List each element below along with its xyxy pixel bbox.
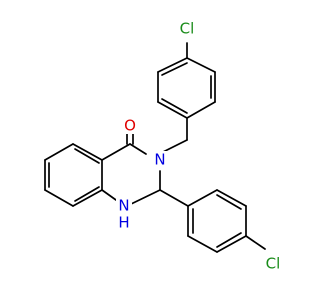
oxygen-label-bg: [122, 116, 138, 134]
nitrogen-1-label: N: [118, 197, 129, 215]
nitrogen-3-label: N: [154, 151, 165, 169]
bond: [101, 189, 117, 201]
bond: [72, 189, 103, 207]
chlorine-bottom-label: Cl: [266, 255, 281, 273]
bond: [216, 232, 242, 248]
bond: [72, 143, 103, 161]
bond: [216, 189, 247, 207]
bond: [245, 235, 266, 250]
bond: [128, 189, 161, 206]
chemical-structure: Cl O N N H Cl: [44, 17, 284, 274]
bond: [44, 143, 74, 161]
bond: [187, 189, 218, 207]
bond: [157, 101, 188, 119]
h-label-bg: [116, 214, 132, 232]
oxygen-label: O: [124, 117, 136, 135]
bond: [74, 186, 100, 202]
bond: [160, 139, 188, 154]
molecule-canvas: Cl O N N H Cl: [44, 17, 284, 274]
cl-top-label-bg: [176, 17, 198, 39]
n3-label-bg: [152, 151, 168, 169]
nh-label-bg: [116, 197, 132, 215]
bond: [101, 143, 131, 161]
bond: [159, 189, 189, 207]
bond: [74, 148, 100, 164]
bond: [161, 62, 188, 76]
bond: [186, 101, 216, 119]
bond: [187, 235, 218, 253]
bond: [157, 57, 188, 73]
bond: [186, 57, 216, 73]
bond: [161, 98, 188, 114]
bond: [129, 143, 147, 155]
atom-labels: Cl O N N H Cl: [116, 17, 284, 274]
bond: [216, 194, 242, 210]
bond: [216, 235, 247, 253]
chlorine-top-label: Cl: [180, 20, 195, 38]
bonds: [44, 42, 266, 253]
bond: [44, 189, 74, 207]
cl-bottom-label-bg: [262, 252, 284, 274]
hydrogen-label: H: [118, 214, 129, 232]
